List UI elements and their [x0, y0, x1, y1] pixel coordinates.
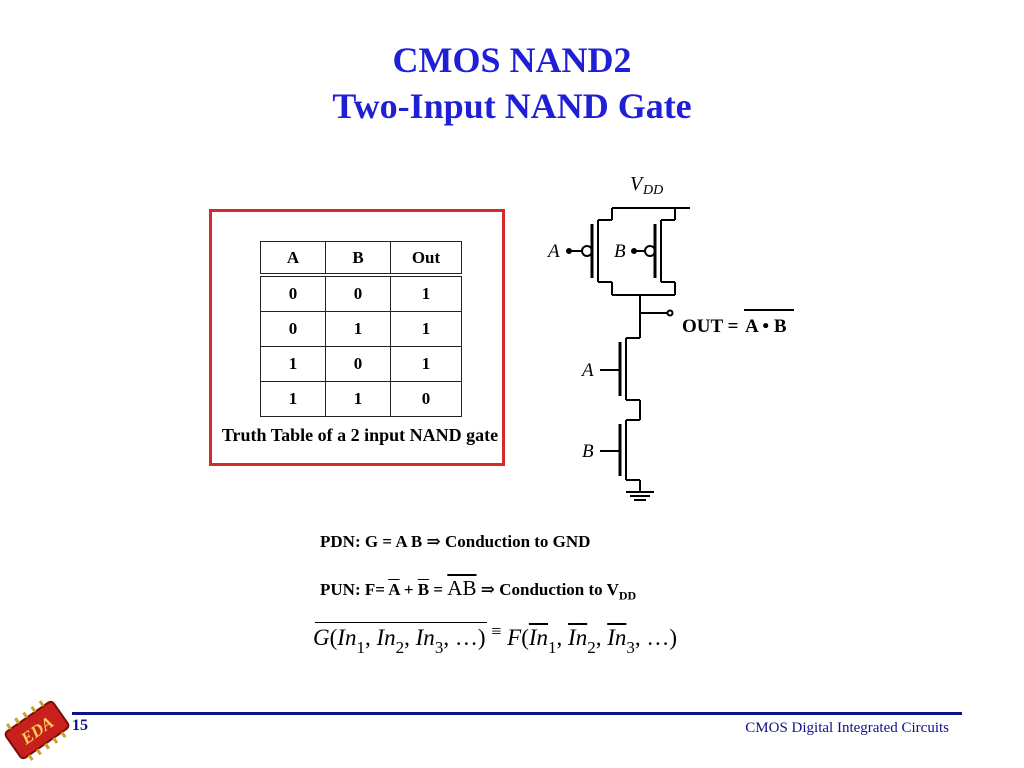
pun-vdd-subscript: DD	[618, 588, 637, 603]
input-b-label-pmos: B	[614, 241, 626, 262]
eq-equiv: ≡	[491, 621, 502, 641]
ground-icon	[626, 491, 654, 501]
pdn-equation: PDN: G = A B ⇒ Conduction to GND	[320, 532, 591, 551]
header-a: A	[260, 241, 326, 276]
cell-a: 0	[260, 274, 326, 312]
table-row: 0 1 1	[260, 311, 462, 347]
input-a-label-pmos: A	[546, 241, 560, 262]
vdd-label: V	[630, 173, 645, 195]
eq-g: G	[313, 625, 330, 650]
input-b-label-nmos: B	[582, 441, 594, 462]
eq-sub2b: 2	[587, 638, 596, 657]
output-expression-label: OUT =	[682, 316, 738, 337]
slide-subtitle: Two-Input NAND Gate	[332, 86, 692, 126]
cell-out: 1	[390, 311, 462, 347]
general-equation-overbar	[315, 622, 487, 623]
output-terminal	[666, 309, 674, 317]
cell-a: 1	[260, 346, 326, 382]
vdd-subscript: DD	[642, 183, 663, 198]
nand2-schematic: V DD A B A	[546, 173, 794, 501]
pun-plus: +	[399, 580, 418, 599]
truth-table-box: A B Out 0 0 1 0 1 1 1 0 1 1 1	[209, 209, 505, 466]
header-b: B	[325, 241, 391, 276]
eq-f: F	[507, 625, 522, 650]
cell-b: 1	[325, 381, 391, 417]
nmos-b	[600, 419, 641, 492]
eq-in2: In	[376, 625, 396, 650]
cell-out: 1	[390, 274, 462, 312]
table-row: 1 0 1	[260, 346, 462, 382]
table-row: 0 0 1	[260, 274, 462, 312]
cell-b: 0	[325, 346, 391, 382]
eq-in1-bar: In	[528, 625, 549, 650]
truth-table: A B Out 0 0 1 0 1 1 1 0 1 1 1	[260, 241, 462, 417]
eq-in3-bar: In	[607, 625, 627, 650]
eq-sub3b: 3	[626, 638, 635, 657]
cell-b: 0	[325, 274, 391, 312]
cell-a: 1	[260, 381, 326, 417]
pmos-a	[566, 208, 613, 295]
eq-ellipsis: …	[454, 625, 478, 650]
cell-a: 0	[260, 311, 326, 347]
truth-table-header-row: A B Out	[260, 241, 462, 276]
cell-b: 1	[325, 311, 391, 347]
header-out: Out	[390, 241, 462, 276]
eq-in3: In	[415, 625, 435, 650]
pun-arrow: ⇒ Conduction to V	[476, 580, 619, 599]
pun-prefix: PUN: F=	[320, 580, 389, 599]
eq-in2-bar: In	[568, 625, 588, 650]
eq-sub1b: 1	[548, 638, 557, 657]
pun-b-bar: B	[417, 580, 430, 599]
eda-logo: EDA	[4, 700, 70, 761]
input-a-label-nmos: A	[580, 360, 594, 381]
page-number: 15	[72, 717, 88, 734]
truth-table-caption: Truth Table of a 2 input NAND gate	[221, 425, 499, 445]
eq-in1: In	[337, 625, 357, 650]
cell-out: 0	[390, 381, 462, 417]
footer-divider	[72, 712, 962, 715]
eq-sub2: 2	[395, 638, 405, 657]
pun-eq: =	[429, 580, 448, 599]
pun-ab-bar: AB	[447, 576, 477, 600]
table-row: 1 1 0	[260, 381, 462, 417]
output-expression: A • B	[745, 316, 787, 337]
pmos-b	[631, 208, 676, 295]
cell-out: 1	[390, 346, 462, 382]
eq-sub1: 1	[356, 638, 365, 657]
eq-ellipsis-2: …	[646, 625, 670, 650]
eq-sub3: 3	[434, 638, 444, 657]
slide-title: CMOS NAND2	[392, 40, 632, 80]
general-duality-equation: G(In1, In2, In3, …) ≡ F(In1, In2, In3, ……	[313, 621, 678, 657]
pun-a-bar: A	[388, 580, 400, 599]
nmos-a	[600, 337, 641, 420]
footer-course-title: CMOS Digital Integrated Circuits	[745, 720, 949, 736]
pun-equation: PUN: F= A + B = AB ⇒ Conduction to VDD	[320, 576, 636, 603]
